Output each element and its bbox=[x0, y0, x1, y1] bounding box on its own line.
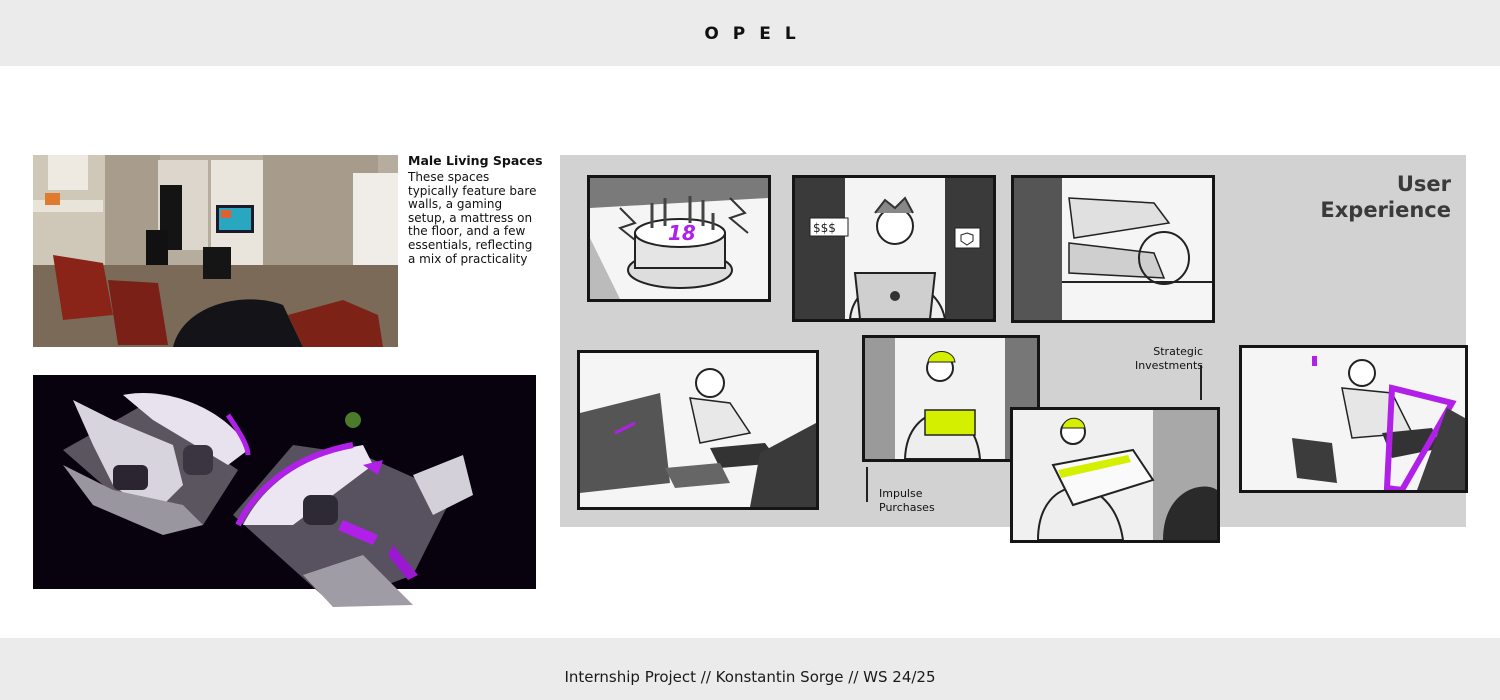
footer-credit: Internship Project // Konstantin Sorge /… bbox=[564, 668, 936, 686]
living-room-illustration bbox=[33, 155, 398, 347]
laptop-user-sketch: $$$ bbox=[795, 178, 993, 319]
caption-title: Male Living Spaces bbox=[408, 153, 543, 168]
storyboard-panel: User Experience 18 bbox=[560, 155, 1468, 543]
driver-cabin-sketch bbox=[580, 353, 816, 507]
cake-sketch: 18 bbox=[590, 178, 768, 299]
steering-wheel-sketch bbox=[1014, 178, 1212, 320]
storyboard-frame-delivery bbox=[862, 335, 1040, 462]
caption-body: These spaces typically feature bare wall… bbox=[408, 170, 537, 266]
bracket-strategic bbox=[1200, 365, 1202, 400]
caption-block: Male Living Spaces These spaces typicall… bbox=[408, 153, 543, 266]
bracket-impulse bbox=[866, 467, 868, 502]
storyboard-frame-steering bbox=[1011, 175, 1215, 323]
footer-bar: Internship Project // Konstantin Sorge /… bbox=[0, 638, 1500, 700]
section-title: User Experience bbox=[1320, 172, 1451, 222]
note-strategic-investments: Strategic Investments bbox=[1134, 345, 1203, 372]
living-room-photo bbox=[33, 155, 398, 347]
svg-text:18: 18 bbox=[668, 221, 696, 245]
storyboard-frame-driver bbox=[577, 350, 819, 510]
storyboard-frame-laptop: $$$ bbox=[792, 175, 996, 322]
note-impulse-purchases: Impulse Purchases bbox=[879, 487, 935, 514]
rear-cabin-sketch bbox=[1242, 348, 1465, 490]
storyboard-frame-cabin bbox=[1239, 345, 1468, 493]
render-illustration bbox=[63, 393, 473, 607]
storyboard-frame-cake: 18 bbox=[587, 175, 771, 302]
svg-text:$$$: $$$ bbox=[813, 221, 836, 235]
storyboard-frame-handoff bbox=[1010, 407, 1220, 543]
interior-concept-render bbox=[33, 375, 536, 607]
delivery-sketch bbox=[865, 338, 1037, 459]
box-handoff-sketch bbox=[1013, 410, 1217, 540]
brand-logo: OPEL bbox=[704, 24, 810, 44]
header-bar: OPEL bbox=[0, 0, 1500, 66]
